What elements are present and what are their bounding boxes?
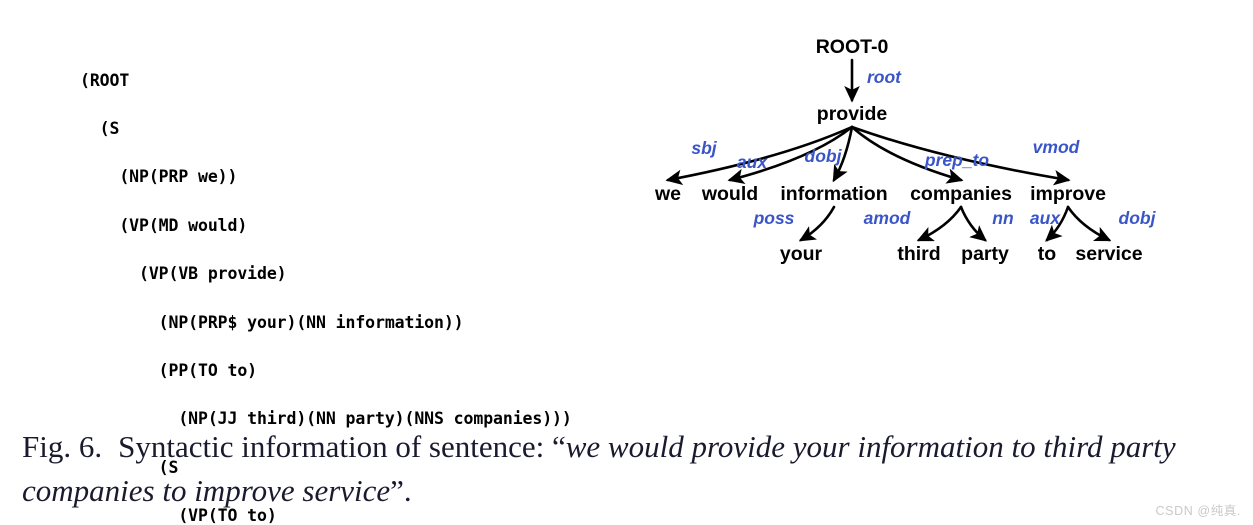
dep-edge-label-amod: amod	[863, 208, 911, 228]
caption-figure-number: Fig. 6.	[22, 429, 103, 464]
parse-line: (NP(PRP we))	[80, 167, 238, 187]
dep-node-information: information	[780, 183, 888, 205]
dep-edge-label-vmod: vmod	[1032, 137, 1080, 157]
dep-edge-provide-to-we	[665, 125, 854, 186]
parse-line: (VP(MD would)	[80, 215, 248, 235]
parse-line: (NP(PRP$ your)(NN information))	[80, 312, 464, 332]
dep-edge-label-aux: aux	[736, 152, 768, 172]
dep-node-your: your	[779, 243, 823, 265]
dep-edge-provide-to-information	[832, 125, 854, 183]
dep-edge-improve-to-service	[1066, 205, 1112, 242]
dependency-arrows-svg	[665, 58, 1112, 242]
dep-edge-label-dobj: dobj	[804, 146, 842, 166]
parse-line: (VP(TO to)	[80, 506, 277, 525]
dep-node-service: service	[1075, 243, 1143, 265]
parse-line: (NP(JJ third)(NN party)(NNS companies)))	[80, 409, 572, 429]
dep-node-party: party	[961, 243, 1009, 265]
dep-edge-label-nn: nn	[992, 208, 1014, 228]
dep-edge-label-sbj: sbj	[691, 138, 717, 158]
caption-closing: ”.	[390, 473, 412, 508]
dep-node-provide: provide	[816, 103, 888, 125]
dep-node-we: we	[654, 183, 682, 205]
dep-node-to: to	[1037, 243, 1057, 265]
dep-node-root: ROOT-0	[815, 36, 889, 58]
parse-line: (VP(VB provide)	[80, 264, 287, 284]
parse-line: (PP(TO to)	[80, 360, 258, 380]
dep-edge-label-aux: aux	[1029, 208, 1061, 228]
dep-edge-companies-to-third	[916, 205, 963, 242]
dep-edge-provide-to-companies	[850, 125, 964, 184]
dep-edge-label-poss: poss	[753, 208, 795, 228]
dep-node-third: third	[897, 243, 941, 265]
caption-sentence: we would provide your information to thi…	[22, 429, 1176, 508]
dep-node-companies: companies	[910, 183, 1012, 205]
parse-line: (S	[80, 457, 179, 477]
parse-line: (ROOT	[80, 70, 130, 90]
dep-edge-improve-to-to	[1045, 205, 1070, 242]
dep-edge-provide-to-improve	[850, 125, 1071, 186]
parse-line: (S	[80, 118, 120, 138]
dep-edge-label-dobj: dobj	[1118, 208, 1156, 228]
figure-caption: Fig. 6. Syntactic information of sentence…	[22, 425, 1237, 513]
dep-edge-provide-to-would	[727, 125, 854, 185]
caption-lead-text: Syntactic information of sentence: “	[118, 429, 566, 464]
constituency-parse-listing: (ROOT (S (NP(PRP we)) (VP(MD would) (VP(…	[80, 69, 572, 525]
dep-node-would: would	[701, 183, 759, 205]
dep-edge-label-root: root	[866, 67, 902, 87]
dep-edge-label-prep_to: prep_to	[924, 150, 990, 170]
csdn-watermark: CSDN @纯真.	[1155, 504, 1241, 518]
dep-node-improve: improve	[1030, 183, 1106, 205]
dep-edge-companies-to-party	[959, 205, 988, 242]
dep-edge-information-to-your	[798, 205, 836, 242]
